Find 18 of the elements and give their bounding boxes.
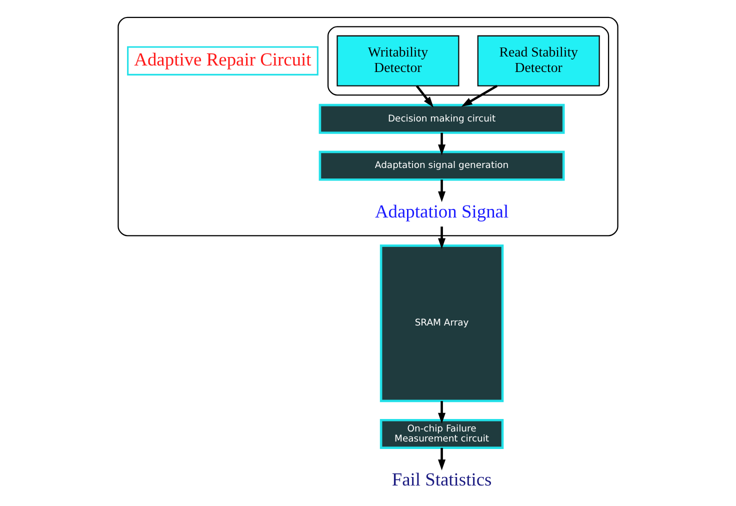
- arrow: [438, 180, 446, 202]
- node-text: Adaptation Signal: [374, 201, 509, 222]
- node-box: Decision making circuit: [318, 104, 565, 134]
- arrow: [416, 85, 434, 108]
- node-box: Read Stability Detector: [477, 35, 600, 86]
- arrow: [438, 226, 446, 249]
- node-box: Adaptive Repair Circuit: [127, 46, 318, 76]
- node-box: On-chip Failure Measurement circuit: [380, 419, 504, 449]
- node-box: SRAM Array: [380, 244, 504, 402]
- arrow: [438, 132, 446, 156]
- arrow: [461, 84, 498, 107]
- node-box: Writability Detector: [336, 35, 460, 86]
- arrow: [438, 401, 446, 424]
- cluster: [118, 16, 618, 236]
- arrow: [438, 448, 446, 470]
- node-text: Fail Statistics: [392, 470, 492, 490]
- cluster: [327, 26, 610, 96]
- node-box: Adaptation signal generation: [318, 150, 565, 181]
